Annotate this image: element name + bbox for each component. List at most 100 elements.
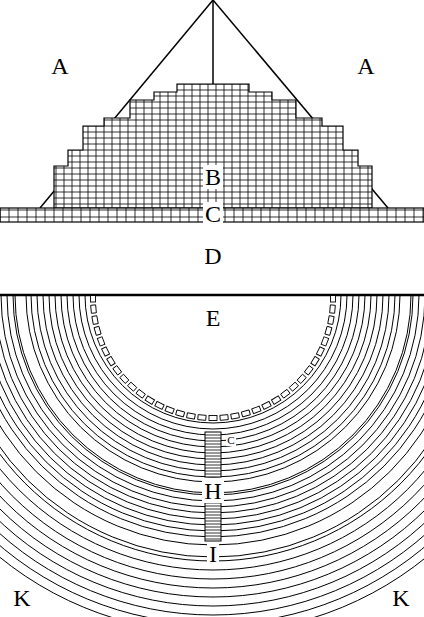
orchestra-block [176, 410, 185, 417]
seating-arc [7, 296, 419, 501]
seating-arc [85, 296, 341, 423]
plan-view [0, 296, 424, 617]
orchestra-block [231, 413, 240, 419]
seating-arc [0, 296, 424, 597]
orchestra-block [330, 305, 336, 313]
orchestra-block [187, 413, 196, 419]
seating-arc [0, 296, 424, 537]
orchestra-block [325, 326, 332, 335]
seating-arc [0, 296, 424, 513]
stair-step [205, 524, 221, 525]
stair-step [205, 468, 221, 469]
stair-step [205, 533, 221, 534]
seating-arc [67, 296, 359, 441]
stair-step [205, 450, 221, 451]
stair-step [205, 512, 221, 513]
callout-letter: H [202, 479, 223, 503]
seating-arc [15, 296, 411, 493]
stair-step [205, 527, 221, 528]
orchestra-block [94, 326, 101, 335]
orchestra-block [102, 347, 110, 356]
seating-arc [73, 296, 353, 435]
seating-arc [1, 296, 424, 507]
orchestra-block [297, 374, 306, 383]
callout-letter: K [390, 586, 411, 610]
stair-step [205, 444, 221, 445]
stair-step [205, 509, 221, 510]
seating-arc [26, 296, 400, 482]
callout-letter: B [203, 165, 223, 189]
orchestra-block [97, 337, 105, 346]
orchestra-block [91, 305, 97, 313]
orchestra-block [107, 356, 115, 365]
stair-step [205, 530, 221, 531]
orchestra-block [271, 396, 280, 404]
orchestra-block [155, 401, 164, 409]
seating-arc [0, 296, 424, 579]
callout-letter: A [49, 54, 70, 78]
orchestra-block [321, 337, 329, 346]
callout-letter: D [202, 244, 223, 268]
stair-step [205, 506, 221, 507]
callout-letter: C [203, 202, 223, 226]
stair [205, 432, 221, 477]
seating-arc [0, 296, 424, 588]
orchestra-block [165, 406, 174, 414]
orchestra-block [328, 316, 334, 325]
orchestra-block [198, 415, 206, 421]
orchestra-block [311, 356, 319, 365]
orchestra-block [113, 366, 122, 375]
elevation-view [0, 0, 424, 295]
seating-arc [0, 296, 424, 606]
orchestra-block [281, 389, 290, 398]
orchestra-block [262, 401, 271, 409]
orchestra-block [92, 316, 98, 325]
seating-arc [0, 296, 424, 561]
orchestra-block [136, 389, 145, 398]
callout-letter: E [204, 306, 223, 330]
orchestra-block [252, 406, 261, 414]
seating-arc [0, 296, 424, 570]
orchestra-block [220, 415, 228, 421]
stair-step [205, 536, 221, 537]
seating-arc [0, 296, 424, 557]
seating-arc [0, 296, 424, 617]
stair-step [205, 438, 221, 439]
seating-arc [0, 296, 424, 615]
stair-step [205, 456, 221, 457]
callout-letter: I [207, 542, 219, 566]
stair-step [205, 435, 221, 436]
orchestra-block [241, 410, 250, 417]
stair-step [205, 515, 221, 516]
stair-step [205, 462, 221, 463]
callout-letter: K [11, 586, 32, 610]
orchestra-block [209, 416, 217, 421]
orchestra-block [316, 347, 324, 356]
stair-step [205, 465, 221, 466]
stair-step [205, 474, 221, 475]
orchestra-block [304, 366, 313, 375]
stair-step [205, 521, 221, 522]
orchestra-block [145, 396, 154, 404]
seating-arc [0, 296, 424, 545]
stair-step [205, 518, 221, 519]
seating-arc [13, 296, 413, 495]
stair-step [205, 539, 221, 540]
orchestra-block [331, 296, 336, 302]
orchestra-block [120, 374, 129, 383]
stair-step [205, 459, 221, 460]
callout-letter: A [355, 54, 376, 78]
orchestra-block [289, 382, 298, 391]
stair [205, 500, 221, 541]
orchestra-block [128, 382, 137, 391]
stair-step [205, 441, 221, 442]
orchestra-block [91, 296, 96, 302]
seating-arc [55, 296, 371, 453]
seating-arc [0, 296, 424, 617]
seating-arc [79, 296, 347, 429]
seating-arc [61, 296, 365, 447]
callout-letter-small: C [226, 435, 235, 446]
stair-step [205, 447, 221, 448]
stair-step [205, 471, 221, 472]
